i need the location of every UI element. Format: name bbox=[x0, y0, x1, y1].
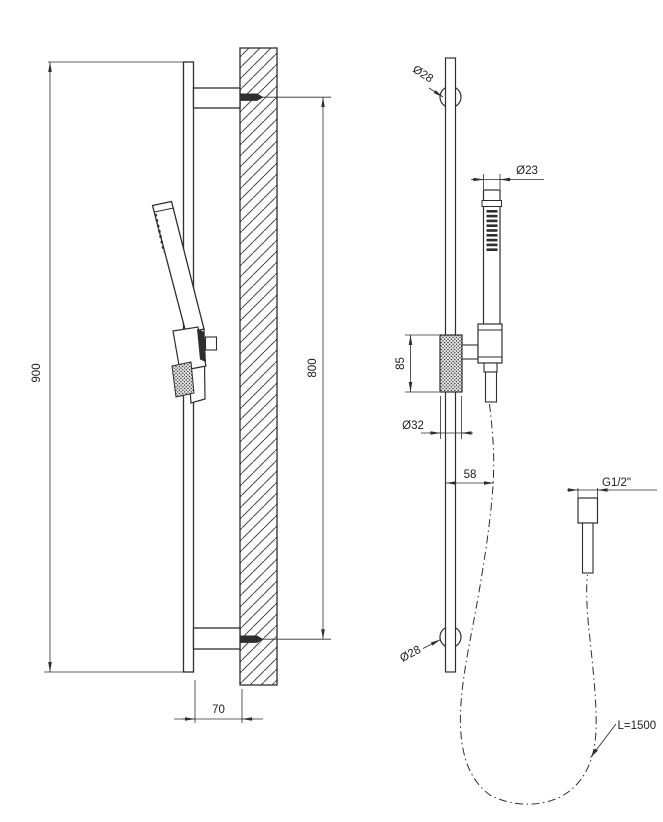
dim-d23-label: Ø23 bbox=[516, 165, 538, 177]
dim-d32-label: Ø32 bbox=[402, 420, 424, 432]
handshower-head-cap-line bbox=[154, 207, 174, 213]
top-bracket-side bbox=[192, 87, 241, 109]
top-fixing-screw bbox=[240, 93, 264, 101]
dim-hose-length-label: L=1500 bbox=[618, 720, 657, 732]
wall-section bbox=[239, 47, 278, 686]
dimension-900: 900 bbox=[31, 61, 193, 673]
handshower-ring-band bbox=[481, 200, 502, 207]
dimension-800: 800 bbox=[307, 97, 325, 640]
dimension-top-bracket-diameter: Ø28 bbox=[410, 64, 444, 98]
dimension-hose-length: L=1500 bbox=[590, 720, 657, 758]
dimension-slider-height: 85 bbox=[395, 334, 439, 393]
slider-knob-side bbox=[204, 336, 218, 351]
handshower-body-side bbox=[151, 200, 205, 334]
dim-d28-top-leader bbox=[428, 87, 444, 98]
spray-face-stripes bbox=[486, 210, 498, 251]
slider-knurl-front bbox=[439, 334, 463, 393]
dim-hose-leader bbox=[590, 723, 617, 758]
dim-g12-label: G1/2" bbox=[602, 477, 631, 489]
dimension-handshower-diameter: Ø23 bbox=[471, 165, 544, 189]
dimension-70: 70 bbox=[174, 680, 263, 723]
bottom-fixing-screw bbox=[240, 635, 264, 643]
front-view: Ø28 Ø23 85 Ø32 bbox=[395, 57, 657, 805]
slider-knob-front bbox=[461, 344, 479, 360]
holder-shadow-wedge bbox=[197, 329, 206, 362]
hose-nut-front bbox=[483, 362, 498, 373]
dim-900-label: 900 bbox=[31, 363, 43, 382]
bottom-bracket-side bbox=[192, 627, 241, 650]
hose-thread-connector-body bbox=[577, 497, 599, 524]
dimension-slider-diameter: Ø32 bbox=[402, 396, 473, 439]
spray-nozzle-dots-side bbox=[154, 213, 166, 253]
dim-d28-top-label: Ø28 bbox=[410, 64, 435, 86]
side-view: 900 800 70 bbox=[31, 47, 331, 723]
dim-85-label: 85 bbox=[395, 357, 407, 370]
dim-70-label: 70 bbox=[212, 704, 225, 716]
flexible-hose bbox=[459, 403, 597, 805]
dimension-bottom-bracket-diameter: Ø28 bbox=[398, 639, 441, 665]
slider-knurl-side bbox=[171, 361, 195, 398]
dim-58-label: 58 bbox=[464, 469, 477, 481]
hose-thread-connector-tube bbox=[581, 522, 594, 574]
dimension-handshower-offset: 58 bbox=[446, 469, 494, 485]
dim-d28-bottom-leader bbox=[422, 639, 441, 649]
dim-800-label: 800 bbox=[307, 358, 319, 377]
dim-d28-bottom-label: Ø28 bbox=[398, 644, 423, 665]
dimension-connection-thread: G1/2" bbox=[567, 477, 657, 500]
handshower-holder-side bbox=[172, 326, 207, 372]
hose-connector-front bbox=[484, 371, 498, 403]
